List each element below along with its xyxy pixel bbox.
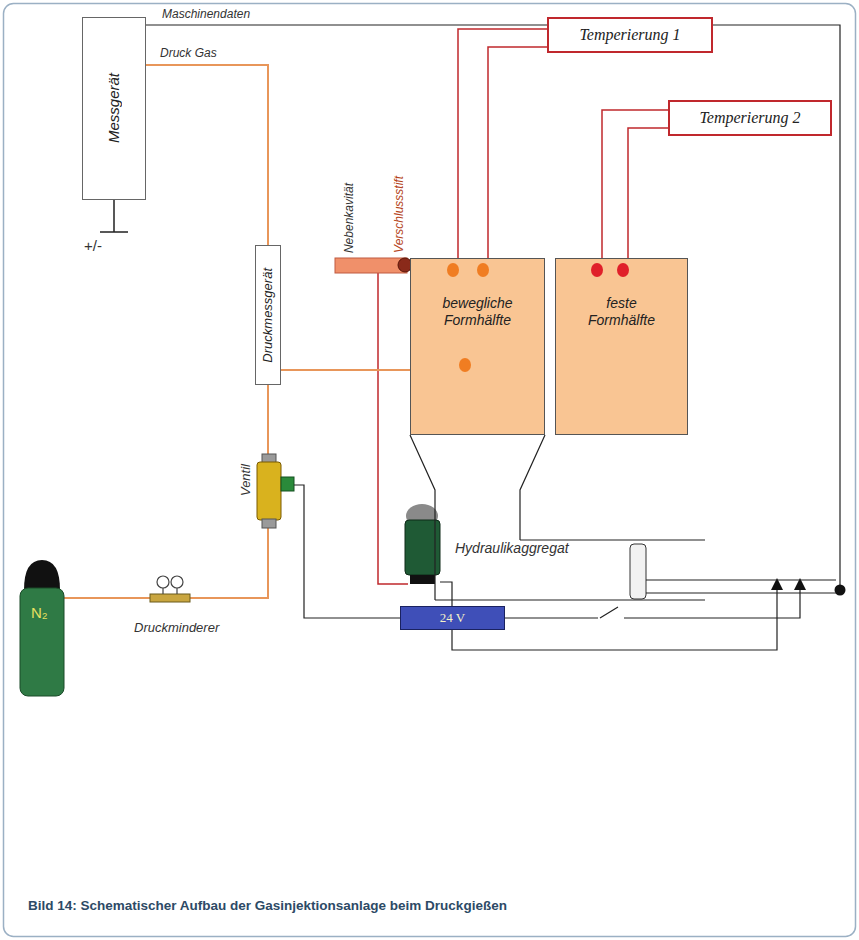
hydraulic-base [410,575,435,584]
nitrogen-bottle [20,588,64,696]
piston-rod [646,580,836,593]
temperature-control: Temperierung 1 [547,17,713,53]
gas-line [64,528,268,598]
valve-symbol [257,462,281,520]
pressure-reducer-knob [157,576,169,588]
edge-label: Druck Gas [160,46,217,60]
part-label: Verschlussstift [392,176,406,253]
pressure-reducer-stem [163,588,177,594]
gas-label: N₂ [31,604,48,621]
side-cavity [335,258,407,273]
part-label: Ventil [238,464,253,496]
pressure-reducer [150,594,190,602]
measuring-device: Messgerät [82,17,146,200]
connector [628,128,668,258]
node-text: bewegliche Formhälfte [428,295,528,329]
control-wire [440,582,452,606]
power-supply: 24 V [400,606,505,630]
connection-dot [591,263,603,277]
control-wire [294,485,400,618]
connector [488,47,547,258]
node-text: Temperierung 2 [699,108,800,127]
valve-cap [262,519,276,528]
connector [458,29,547,258]
node-text: Messgerät [105,73,123,143]
pin-hydraulic-line [378,265,408,584]
pressure-reducer-knob [171,576,183,588]
node-text: 24 V [440,610,465,626]
connection-dot [447,263,459,277]
mold-half: bewegliche Formhälfte [410,258,545,435]
connection-dot [617,263,629,277]
data-wire [146,25,840,590]
polarity-label: +/- [84,237,102,254]
supply-symbol [100,200,128,232]
gas-line [267,385,269,456]
valve-connector [281,477,294,491]
connector [281,369,410,371]
mold-half: feste Formhälfte [555,258,688,435]
connection-dot [459,358,471,372]
sensor-dot [835,585,846,596]
node-text: feste Formhälfte [572,295,672,329]
connector [146,65,268,245]
pressure-gauge: Druckmessgerät [255,245,281,385]
temperature-control: Temperierung 2 [668,100,832,136]
part-label: Druckminderer [134,620,219,635]
shot-sleeve [410,435,705,600]
connection-dot [477,263,489,277]
part-label: Nebenkavität [342,183,356,253]
figure-caption: Bild 14: Schematischer Aufbau der Gasinj… [28,898,507,913]
part-label: Hydraulikaggregat [455,540,569,556]
piston [630,544,646,599]
node-text: Temperierung 1 [579,25,680,44]
signal-label: Maschinendaten [162,7,250,21]
frame [4,4,856,937]
bottle-cap [24,560,60,590]
node-text: Druckmessgerät [260,268,276,363]
connector [602,110,668,258]
